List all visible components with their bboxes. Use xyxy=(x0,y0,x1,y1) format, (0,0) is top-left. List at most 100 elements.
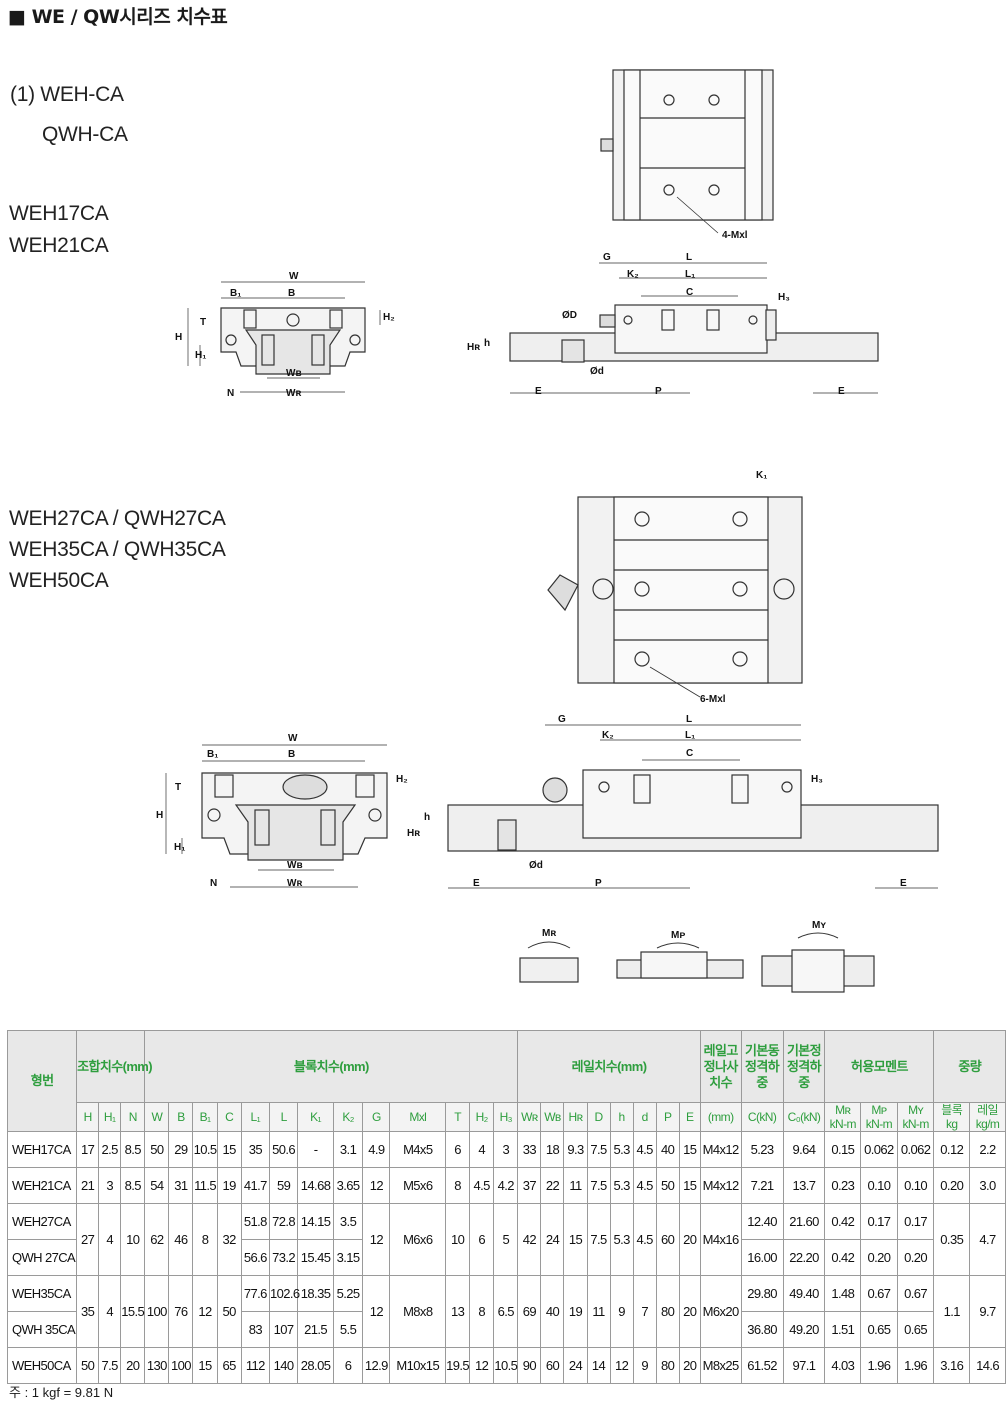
dim-p-small: P xyxy=(655,386,662,397)
sub-h3: H₃ xyxy=(493,1102,519,1132)
dim-h-large: H xyxy=(156,810,163,821)
cell-value: 3.5 xyxy=(332,1203,364,1240)
sub-d-upper: D xyxy=(586,1102,611,1132)
cell-value: 4.5 xyxy=(632,1131,657,1168)
cell-value: 4.03 xyxy=(824,1347,862,1384)
cell-value: 20 xyxy=(678,1203,701,1276)
cell-value: 5.3 xyxy=(609,1203,634,1276)
cell-value: 3.15 xyxy=(332,1239,364,1276)
dim-h-lower-large: h xyxy=(424,812,430,823)
label-6-mxl: 6-Mxl xyxy=(700,694,726,705)
cell-value: 62 xyxy=(144,1203,170,1276)
cell-model: WEH27CA xyxy=(6,1203,78,1240)
sub-w: W xyxy=(144,1102,170,1132)
cell-value: 3 xyxy=(98,1167,122,1204)
cell-value: 2.5 xyxy=(98,1131,122,1168)
cell-value: 72.8 xyxy=(268,1203,299,1240)
cell-value: 18.35 xyxy=(297,1275,334,1312)
cell-value: 3.1 xyxy=(332,1131,364,1168)
dim-b1-small: B₁ xyxy=(230,288,241,299)
header-moment: 허용모멘트 xyxy=(824,1030,935,1103)
cell-value: 7.5 xyxy=(586,1203,611,1276)
cell-value: 20 xyxy=(120,1347,146,1384)
cell-value: 14 xyxy=(586,1347,611,1384)
cell-value: 37 xyxy=(517,1167,542,1204)
sub-b1: B₁ xyxy=(192,1102,218,1132)
cell-value: M4x16 xyxy=(699,1203,742,1276)
cell-value: 12 xyxy=(192,1275,218,1348)
series-label-qwh-ca: QWH-CA xyxy=(42,123,128,146)
header-block: 블록치수(mm) xyxy=(144,1030,519,1103)
sub-c0-kn: C₀(kN) xyxy=(782,1102,826,1132)
spec-table: 형번 조합치수(mm) 블록치수(mm) 레일치수(mm) 레일고정나사치수 기… xyxy=(6,1030,1006,1384)
dim-k2-large: K₂ xyxy=(602,730,614,741)
cell-value: 13 xyxy=(445,1275,471,1348)
cell-model: QWH 27CA xyxy=(6,1239,78,1276)
cell-value: 33 xyxy=(517,1131,542,1168)
cell-value: 65 xyxy=(216,1347,242,1384)
sub-h1: H₁ xyxy=(98,1102,122,1132)
cell-value: 77.6 xyxy=(240,1275,270,1312)
cell-value: 50 xyxy=(76,1347,100,1384)
cell-value: 51.8 xyxy=(240,1203,270,1240)
dim-h3-small: H₃ xyxy=(778,292,790,303)
cell-value: 49.20 xyxy=(782,1311,826,1348)
model-label-weh17: WEH17CA xyxy=(9,202,109,225)
cell-value: 69 xyxy=(517,1275,542,1348)
moment-icons xyxy=(519,932,875,993)
cell-value: 13.7 xyxy=(782,1167,826,1204)
sub-h: H xyxy=(76,1102,100,1132)
dim-k1-large: K₁ xyxy=(756,470,767,481)
cell-value: 16.00 xyxy=(740,1239,784,1276)
cell-value: M10x15 xyxy=(389,1347,447,1384)
sub-p: P xyxy=(655,1102,680,1132)
cell-value: 3.0 xyxy=(969,1167,1006,1204)
sub-n: N xyxy=(120,1102,146,1132)
cell-value: 3.16 xyxy=(933,1347,971,1384)
cell-value: 9.64 xyxy=(782,1131,826,1168)
dim-t-small: T xyxy=(200,317,206,328)
model-label-weh35: WEH35CA / QWH35CA xyxy=(9,538,226,561)
cell-value: 8 xyxy=(469,1275,495,1348)
cell-value: 11.5 xyxy=(192,1167,218,1204)
sub-l1: L₁ xyxy=(240,1102,270,1132)
dim-n-small: N xyxy=(227,388,234,399)
cell-value: 46 xyxy=(168,1203,194,1276)
cell-value: 10 xyxy=(120,1203,146,1276)
cell-value: 59 xyxy=(268,1167,299,1204)
model-label-weh50: WEH50CA xyxy=(9,569,109,592)
cell-value: 0.20 xyxy=(933,1167,971,1204)
cell-value: 1.51 xyxy=(824,1311,862,1348)
cell-value: 7.21 xyxy=(740,1167,784,1204)
sub-h-lower: h xyxy=(609,1102,634,1132)
cell-value: 0.17 xyxy=(896,1203,935,1240)
cell-model: WEH35CA xyxy=(6,1275,78,1312)
cell-value: 4.9 xyxy=(362,1131,391,1168)
front-view-large xyxy=(165,744,388,888)
cell-value: 0.65 xyxy=(896,1311,935,1348)
cell-value: 9 xyxy=(632,1347,657,1384)
cell-value: 6.5 xyxy=(493,1275,519,1348)
cell-value: 100 xyxy=(144,1275,170,1348)
dim-t-large: T xyxy=(175,782,181,793)
dim-hr-small: Hʀ xyxy=(467,342,480,353)
cell-value: M4x12 xyxy=(699,1131,742,1168)
series-label-weh-ca: (1) WEH-CA xyxy=(10,83,124,106)
dim-h-lower-small: h xyxy=(484,338,490,349)
dim-b-small: B xyxy=(288,288,295,299)
model-label-weh27: WEH27CA / QWH27CA xyxy=(9,507,226,530)
dim-l1-small: L₁ xyxy=(685,269,695,280)
cell-value: 5.5 xyxy=(332,1311,364,1348)
cell-value: 31 xyxy=(168,1167,194,1204)
cell-value: 11 xyxy=(586,1275,611,1348)
dim-l1-large: L₁ xyxy=(685,730,695,741)
cell-value: 10 xyxy=(445,1203,471,1276)
sub-k2: K₂ xyxy=(332,1102,364,1132)
cell-value: 0.20 xyxy=(896,1239,935,1276)
cell-value: 36.80 xyxy=(740,1311,784,1348)
cell-value: 60 xyxy=(540,1347,565,1384)
